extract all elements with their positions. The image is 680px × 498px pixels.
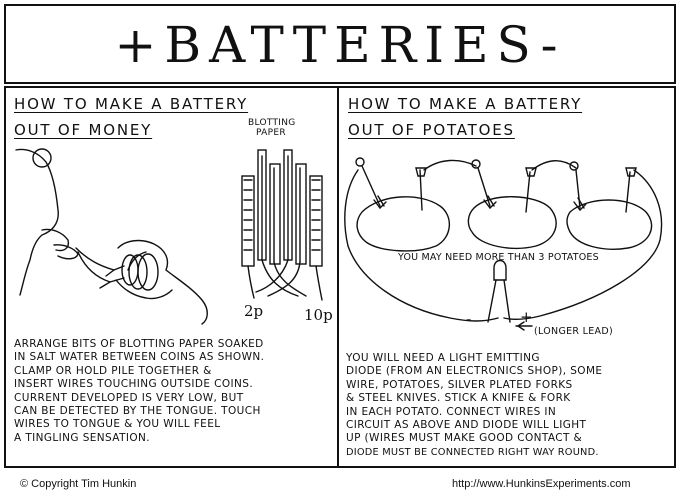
left-body-line: CAN BE DETECTED BY THE TONGUE. TOUCH [14,405,261,418]
label-10p: 10p [304,306,333,324]
led-leg-right [503,279,511,323]
right-body: YOU WILL NEED A LIGHT EMITTING DIODE (FR… [346,352,672,459]
left-body-line: CURRENT DEVELOPED IS VERY LOW, BUT [14,391,244,404]
right-body-line: UP (WIRES MUST MAKE GOOD CONTACT & [346,432,583,445]
mouth-shape [41,228,70,252]
led-bulb [493,259,507,281]
left-body-line: CLAMP OR HOLD PILE TOGETHER & [14,364,212,377]
coin-battery-illustration [15,148,323,325]
left-body: ARRANGE BITS OF BLOTTING PAPER SOAKED IN… [14,338,334,445]
hand-shape [117,239,208,325]
left-panel: HOW TO MAKE A BATTERY OUT OF MONEY [14,92,332,142]
potato-left [356,196,450,252]
led-leg-left [487,279,497,323]
left-body-line: INSERT WIRES TOUCHING OUTSIDE COINS. [14,378,254,391]
right-body-line: YOU WILL NEED A LIGHT EMITTING [346,352,540,364]
right-heading-line1: HOW TO MAKE A BATTERY [348,95,583,113]
wire-left [77,251,111,283]
paper-label: PAPER [256,128,286,138]
copyright-text: © Copyright Tim Hunkin [20,478,137,490]
left-heading-line2: OUT OF MONEY [14,121,153,139]
right-body-line: WIRE, POTATOES, SILVER PLATED FORKS [346,378,573,391]
fork-right [575,169,581,209]
right-body-line: IN EACH POTATO. CONNECT WIRES IN [346,405,557,418]
potato-right [566,199,653,250]
left-heading-line1: HOW TO MAKE A BATTERY [14,95,249,113]
nose-shape [32,148,52,168]
wire-left-potato [344,169,499,322]
blotting-label: BLOTTING [248,118,296,128]
potato-middle [467,196,557,249]
panel-divider [337,87,339,467]
minus-sign: - [466,310,472,328]
right-body-line: CIRCUIT AS ABOVE AND DIODE WILL LIGHT [346,419,587,432]
knife-middle [525,171,531,213]
plus-sign: + [520,308,533,326]
right-panel: HOW TO MAKE A BATTERY OUT OF POTATOES [348,92,670,142]
left-body-line: A TINGLING SENSATION. [14,431,151,444]
potato-note: YOU MAY NEED MORE THAN 3 POTATOES [398,252,599,263]
potato-battery-illustration [344,157,663,331]
coin-stack [137,253,159,291]
main-frame [4,86,676,468]
knife-right [625,171,631,213]
longer-lead-label: (LONGER LEAD) [534,326,613,337]
title-frame [4,4,676,84]
left-body-line: ARRANGE BITS OF BLOTTING PAPER SOAKED [14,338,264,350]
label-2p: 2p [244,302,264,320]
right-body-line: & STEEL KNIVES. STICK A KNIFE & FORK [346,392,571,405]
wire-right [75,247,115,271]
wire-right-potato [503,169,663,321]
tongue-shape [53,244,79,260]
right-body-line: DIODE (FROM AN ELECTRONICS SHOP), SOME [346,365,603,378]
face-outline [15,148,59,296]
fork-left [361,165,381,207]
website-link[interactable]: http://www.HunkinsExperiments.com [452,478,631,490]
page-title: +BATTERIES- [114,16,566,74]
right-heading-line2: OUT OF POTATOES [348,121,515,139]
fork-middle [477,167,491,207]
left-body-line: WIRES TO TONGUE & YOU WILL FEEL [14,418,221,431]
right-body-line: DIODE MUST BE CONNECTED RIGHT WAY ROUND. [346,446,599,458]
left-body-line: IN SALT WATER BETWEEN COINS AS SHOWN. [14,351,265,364]
